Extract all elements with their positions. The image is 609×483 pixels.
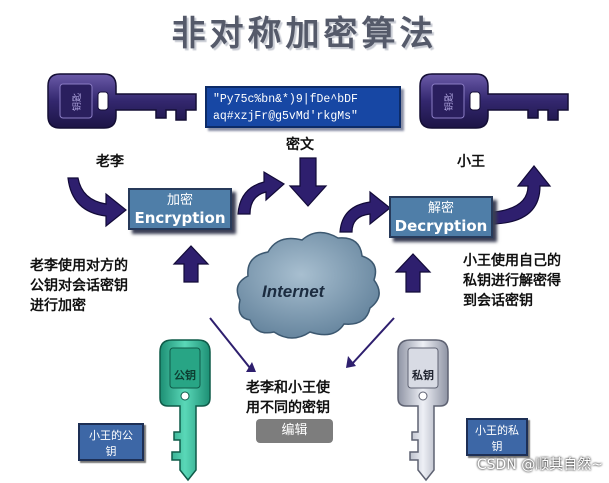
ciphertext-line-2: aq#xzjFr@g5vMd'rkgMs" [213,108,393,125]
receiver-description: 小王使用自己的 私钥进行解密得 到会话密钥 [463,251,561,311]
sender-key-icon: 钥匙 [48,74,196,128]
private-key-caption-line: 小王的私 [468,423,526,439]
public-key-caption-line: 钥 [80,444,142,460]
ciphertext-label: 密文 [286,134,314,154]
arrow-up-to-decrypt [396,254,430,292]
sender-label: 老李 [96,151,124,171]
sender-description: 老李使用对方的 公钥对会话密钥 进行加密 [30,256,128,316]
receiver-label: 小王 [457,151,485,171]
arrow-to-decrypt [340,192,390,232]
private-key-label: 私钥 [412,368,434,382]
arrow-up-to-encrypt [174,246,208,282]
svg-text:钥匙: 钥匙 [71,93,83,111]
public-key-label: 公钥 [174,368,196,382]
receiver-desc-line: 小王使用自己的 [463,251,561,271]
sender-desc-line: 公钥对会话密钥 [30,276,128,296]
arrow-decrypt-to-receiver [494,166,550,224]
arrow-sender-to-encrypt [68,178,126,226]
sender-desc-line: 老李使用对方的 [30,256,128,276]
encryption-box: 加密 Encryption [128,188,232,230]
receiver-desc-line: 私钥进行解密得 [463,271,561,291]
public-key-icon [160,340,210,480]
csdn-watermark: CSDN @顺其自然~ [477,454,603,474]
center-desc-line: 用不同的密钥 [246,398,330,418]
center-desc-line: 老李和小王使 [246,378,330,398]
private-key-caption-box: 小王的私 钥 [466,418,528,456]
arrow-cipher-down [290,158,326,206]
center-description: 老李和小王使 用不同的密钥 [246,378,330,418]
encryption-label-en: Encryption [130,209,230,227]
edit-button[interactable]: 编辑 [256,419,333,443]
ciphertext-box: "Py75c%bn&*)9|fDe^bDF aq#xzjFr@g5vMd'rkg… [205,86,401,128]
decryption-box: 解密 Decryption [389,196,493,238]
sender-desc-line: 进行加密 [30,296,128,316]
encryption-label-cn: 加密 [130,193,230,209]
public-key-caption-line: 小王的公 [80,428,142,444]
arrow-encrypt-to-cipher [238,172,284,214]
svg-text:钥匙: 钥匙 [443,93,455,111]
internet-label: Internet [262,282,324,302]
receiver-desc-line: 到会话密钥 [463,291,561,311]
ciphertext-line-1: "Py75c%bn&*)9|fDe^bDF [213,91,393,108]
line-silver-key-to-center [352,318,394,364]
diagram-title: 非对称加密算法 [0,6,609,55]
private-key-caption-line: 钥 [468,439,526,455]
decryption-label-en: Decryption [391,217,491,235]
receiver-key-icon: 钥匙 [420,74,568,128]
line-green-key-to-center [210,318,250,368]
decryption-label-cn: 解密 [391,201,491,217]
public-key-caption-box: 小王的公 钥 [78,423,144,461]
private-key-icon [398,340,448,480]
